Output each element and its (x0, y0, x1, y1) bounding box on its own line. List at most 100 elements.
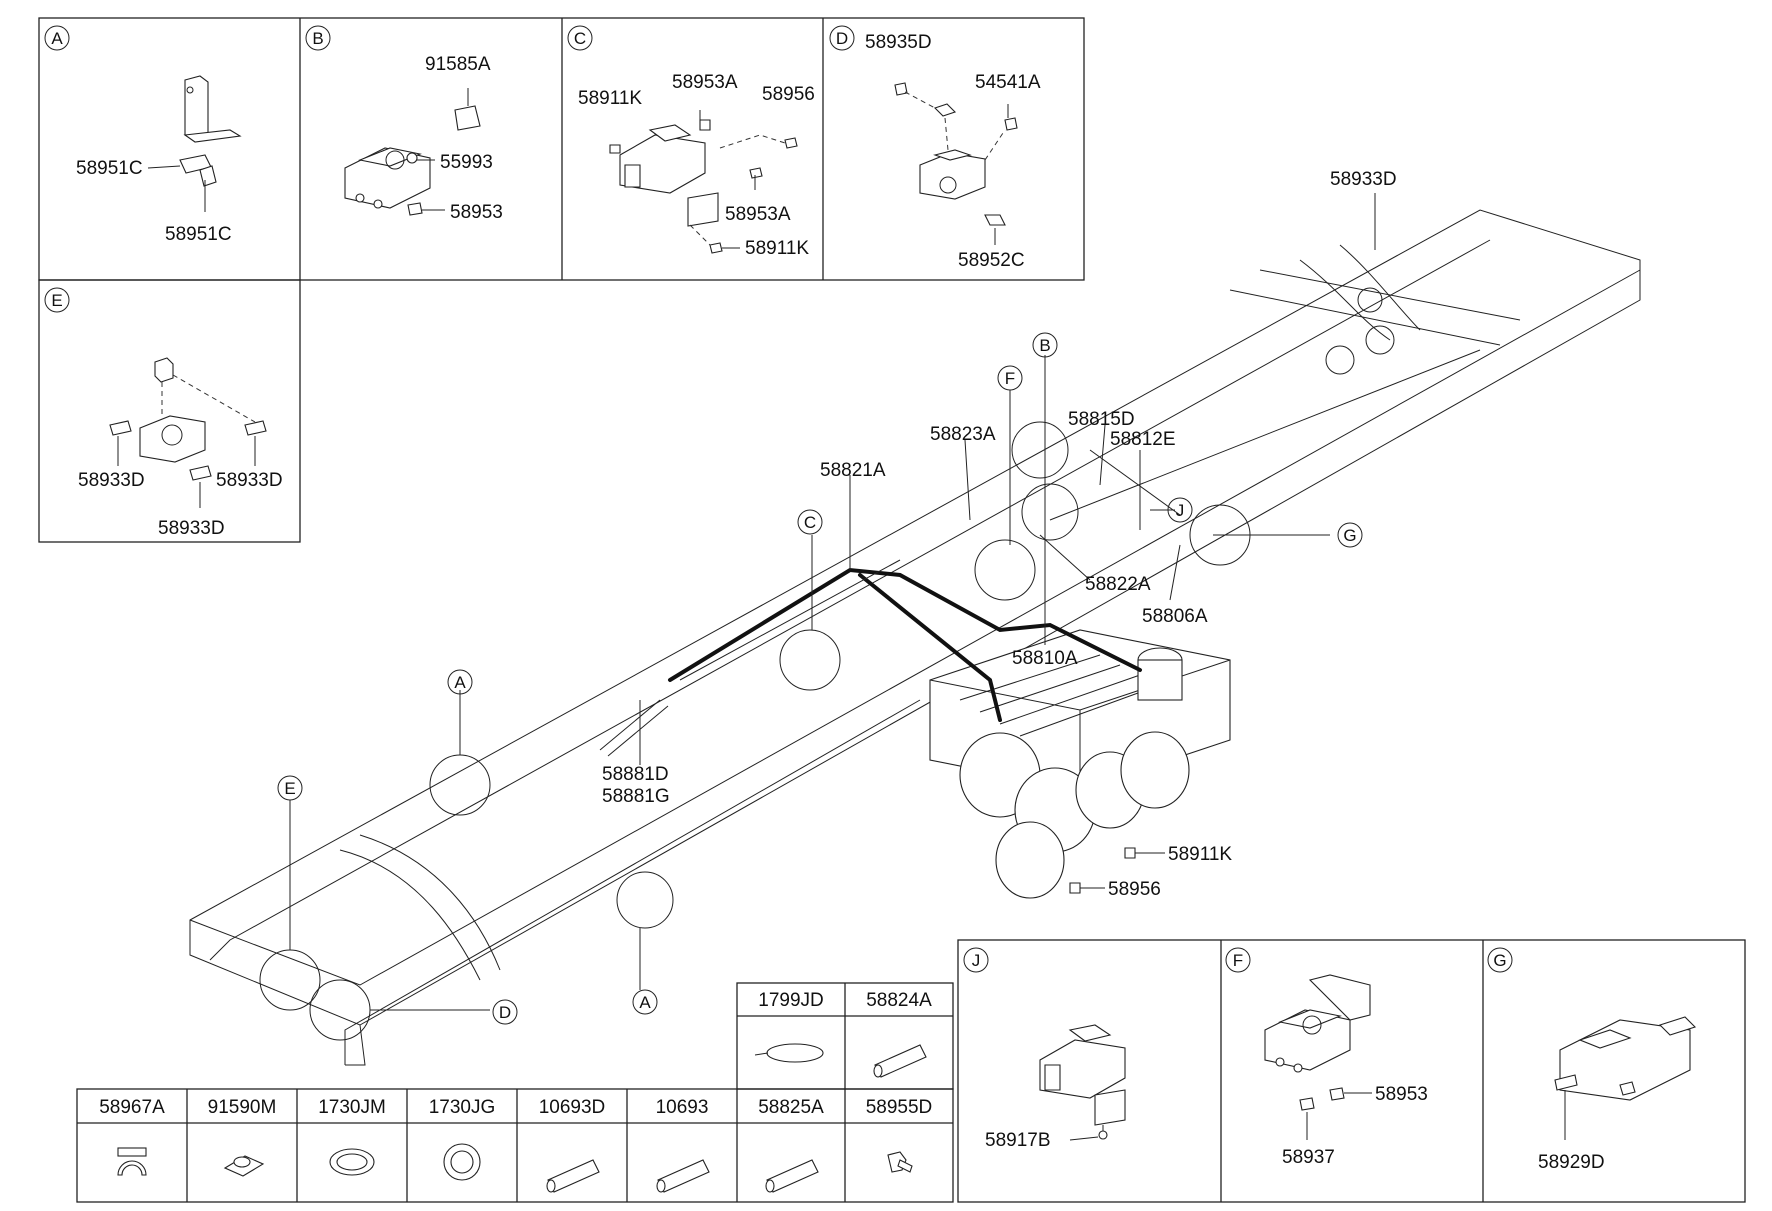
label-58933d-main: 58933D (1330, 169, 1397, 190)
label-58822a: 58822A (1085, 574, 1151, 595)
table-header-10693: 10693 (656, 1097, 709, 1118)
label-58933d-right: 58933D (216, 470, 283, 491)
svg-text:A: A (454, 673, 466, 692)
valve-manifold-g-part (1554, 1016, 1697, 1140)
svg-text:J: J (972, 951, 981, 970)
panel-letter-f: F (1225, 947, 1251, 973)
label-58881d: 58881D (602, 764, 669, 785)
grommet-1730jm-icon (329, 1148, 375, 1176)
label-58933d-left: 58933D (78, 470, 145, 491)
table-header-58955d: 58955D (866, 1097, 933, 1118)
relay-valve-part (344, 88, 481, 216)
svg-text:E: E (51, 291, 62, 310)
main-letter-c: C (797, 509, 823, 535)
label-58952c: 58952C (958, 250, 1025, 271)
label-58933d-bottom: 58933D (158, 518, 225, 539)
label-58937: 58937 (1282, 1147, 1335, 1168)
panel-j: J 58917B (963, 947, 1126, 1151)
elbow-fitting-58955d-icon (887, 1151, 913, 1173)
panel-letter-e: E (44, 287, 70, 313)
table-header-1730jg: 1730JG (429, 1097, 496, 1118)
table-header-58967a: 58967A (99, 1097, 165, 1118)
main-callouts: 58933D 58815D 58812E 58823A 58821A 58822… (602, 169, 1397, 900)
hose-58825a-icon (765, 1159, 819, 1193)
valve-fitting-part (894, 82, 1018, 245)
label-55993: 55993 (440, 152, 493, 173)
main-letter-j: J (1167, 497, 1193, 523)
label-58881g: 58881G (602, 786, 670, 807)
grommet-1730jg-icon (443, 1143, 481, 1181)
label-58821a: 58821A (820, 460, 886, 481)
relay-valve-f-part (1264, 974, 1372, 1140)
label-58917b: 58917B (985, 1130, 1051, 1151)
svg-text:A: A (639, 993, 651, 1012)
cable-tie-icon (754, 1043, 824, 1063)
label-58956-main: 58956 (1108, 879, 1161, 900)
table-header-1799jd: 1799JD (758, 990, 824, 1011)
panel-letter-c: C (567, 25, 593, 51)
svg-text:G: G (1493, 951, 1506, 970)
quick-release-valve-part (109, 357, 267, 508)
label-58911k-top: 58911K (578, 88, 642, 109)
main-letter-f: F (997, 365, 1023, 391)
panel-c: C 58953A 58956 58911K 58953A 58911K (567, 25, 815, 259)
panel-b: B 91585A 55993 58953 (305, 25, 503, 223)
detail-panels-top (38, 17, 1085, 543)
label-58953a-bottom: 58953A (725, 204, 791, 225)
panel-letter-g: G (1487, 947, 1513, 973)
svg-text:G: G (1343, 526, 1356, 545)
clip-58967a-icon (117, 1147, 147, 1176)
panel-d: D 58935D 54541A 58952C (829, 25, 1041, 271)
panel-letter-b: B (305, 25, 331, 51)
hose-10693d-icon (546, 1159, 600, 1193)
svg-text:E: E (284, 779, 295, 798)
svg-text:F: F (1005, 369, 1015, 388)
detail-magnifiers (259, 421, 1251, 1041)
label-58956-c: 58956 (762, 84, 815, 105)
bracket-valve-part (147, 75, 242, 212)
main-letter-a-lower: A (632, 989, 658, 1015)
table-header-58824a: 58824A (866, 990, 932, 1011)
svg-text:D: D (499, 1003, 511, 1022)
label-58929d: 58929D (1538, 1152, 1605, 1173)
hose-10693-icon (656, 1159, 710, 1193)
main-letter-a-upper: A (447, 669, 473, 695)
svg-text:F: F (1233, 951, 1243, 970)
main-letter-e: E (277, 775, 303, 801)
panel-g: G 58929D (1487, 947, 1697, 1173)
label-58953a-top: 58953A (672, 72, 738, 93)
label-58911k-main: 58911K (1168, 844, 1232, 865)
detail-panels-bottom (957, 939, 1746, 1203)
main-letter-d: D (492, 999, 518, 1025)
svg-text:A: A (51, 29, 63, 48)
panel-letter-a: A (44, 25, 70, 51)
label-58806a: 58806A (1142, 606, 1208, 627)
main-letter-b: B (1032, 332, 1058, 358)
svg-text:B: B (1039, 336, 1050, 355)
leader-lines (289, 193, 1376, 1011)
label-58951c-a: 58951C (76, 158, 143, 179)
panel-a: A 58951C 58951C (44, 25, 242, 245)
label-54541a: 54541A (975, 72, 1041, 93)
main-circle-letters: B F C J G A E A D (277, 332, 1363, 1025)
panel-letter-d: D (829, 25, 855, 51)
valve-assembly-j-part (1039, 1024, 1126, 1141)
label-58951c-b: 58951C (165, 224, 232, 245)
label-58812e: 58812E (1110, 429, 1176, 450)
main-letter-g: G (1337, 522, 1363, 548)
panel-letter-j: J (963, 947, 989, 973)
label-58953-f: 58953 (1375, 1084, 1428, 1105)
table-header-10693d: 10693D (539, 1097, 606, 1118)
label-58815d: 58815D (1068, 409, 1135, 430)
label-58823a: 58823A (930, 424, 996, 445)
table-header-91590m: 91590M (208, 1097, 277, 1118)
label-58911k-bottom: 58911K (745, 238, 809, 259)
svg-text:B: B (312, 29, 323, 48)
svg-text:C: C (574, 29, 586, 48)
label-58935d: 58935D (865, 32, 932, 53)
hose-58824a-icon (873, 1044, 927, 1078)
table-header-1730jm: 1730JM (318, 1097, 386, 1118)
label-58810a: 58810A (1012, 648, 1078, 669)
valve-assembly-part (609, 110, 798, 254)
